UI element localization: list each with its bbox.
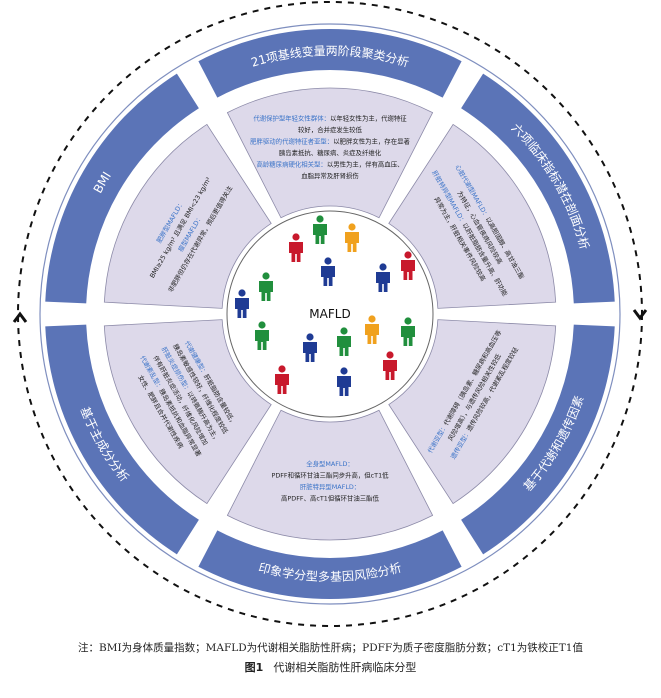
panel-line: 代谢保护型年轻女性群体：以年轻女性为主，代谢特征 <box>253 113 407 122</box>
outer-band-5 <box>45 324 199 555</box>
footnote: 注：BMI为身体质量指数；MAFLD为代谢相关脂肪性肝病；PDFF为质子密度脂肪… <box>78 642 583 654</box>
right-chevron-icon <box>632 309 648 321</box>
person-icon <box>255 321 269 350</box>
person-icon <box>289 233 303 262</box>
person-icon <box>337 327 351 356</box>
person-icon <box>365 315 379 344</box>
person-icon <box>383 351 397 380</box>
panel-line: 高龄糖尿病硬化相关型：以男性为主，伴有高血压、 <box>257 159 404 168</box>
figure-caption: 图1 代谢相关脂肪性肝病临床分型 <box>0 659 661 675</box>
person-icon <box>345 223 359 252</box>
panel-line: 高PDFF、高cT1但循环甘油三酯低 <box>281 493 380 502</box>
panel-top: 代谢保护型年轻女性群体：以年轻女性为主，代谢特征较好，合并症发生较低肥胖驱动的代… <box>226 87 434 219</box>
caption-number: 图1 <box>244 661 264 674</box>
outer-band-3 <box>461 324 615 555</box>
mafld-classification-diagram: 21项基线变量两阶段聚类分析六项临床指标潜在剖面分析基于代谢和遗传因素印象学分型… <box>12 1 648 627</box>
person-icon <box>376 263 390 292</box>
outer-band-6 <box>45 73 199 304</box>
people-cluster <box>235 215 415 396</box>
person-icon <box>303 333 317 362</box>
panel-right-upper: 心脏代谢型MAFLD：以高胆固醇、高甘油三酯为特征，心血管疾病风险较高肝脏特异型… <box>388 123 557 309</box>
panel-left-upper: 肥胖型MAFLD：BMI≥25 kg/m² 且满足 BMI<23 kg/m²瘦型… <box>103 123 272 309</box>
left-chevron-icon <box>12 311 28 323</box>
person-icon <box>313 215 327 244</box>
center-circle <box>226 210 434 418</box>
caption-title: 代谢相关脂肪性肝病临床分型 <box>273 661 417 674</box>
person-icon <box>337 367 351 396</box>
outer-thin-ring <box>39 23 621 605</box>
panel-right-lower: 代谢亚型：代谢障碍（胰岛素、糖尿病和高血压等风险增高），与遗传风险相关性较低遗传… <box>388 319 557 505</box>
person-icon <box>401 317 415 346</box>
panel-line: PDFF和循环甘油三酯同步升高，但cT1低 <box>271 470 389 479</box>
person-icon <box>275 365 289 394</box>
person-icon <box>401 251 415 280</box>
panel-left-lower: 代谢健康型：肝脏脂肪含量较低，胰岛素敏感性较好，纤维化程度较低肝脏炎症损伤型：以… <box>103 319 272 505</box>
center-label: MAFLD <box>309 307 350 321</box>
outer-band-1 <box>198 29 462 98</box>
panel-bottom: 全身型MAFLD： PDFF和循环甘油三酯同步升高，但cT1低肝脏特异型MAFLD… <box>226 409 434 541</box>
outer-band-2 <box>461 73 615 304</box>
person-icon <box>321 257 335 286</box>
outer-band-ring: 21项基线变量两阶段聚类分析六项临床指标潜在剖面分析基于代谢和遗传因素印象学分型… <box>45 29 615 600</box>
panel-line: 全身型MAFLD： <box>306 459 354 468</box>
panel-line: 肝脏特异型MAFLD： <box>300 482 360 491</box>
panel-line: 较好，合并症发生较低 <box>298 125 363 134</box>
panel-line: 肥胖驱动的代谢特征者亚型：以肥胖女性为主，存在显著 <box>250 136 410 145</box>
person-icon <box>259 272 273 301</box>
panel-line: 胰岛素抵抗、糖尿病、炎症及纤维化 <box>279 148 382 157</box>
person-icon <box>235 289 249 318</box>
panel-line: 血脂异常及肝肾损伤 <box>301 171 359 180</box>
inner-panel-ring: 代谢保护型年轻女性群体：以年轻女性为主，代谢特征较好，合并症发生较低肥胖驱动的代… <box>103 87 557 541</box>
outer-band-4 <box>198 530 462 600</box>
